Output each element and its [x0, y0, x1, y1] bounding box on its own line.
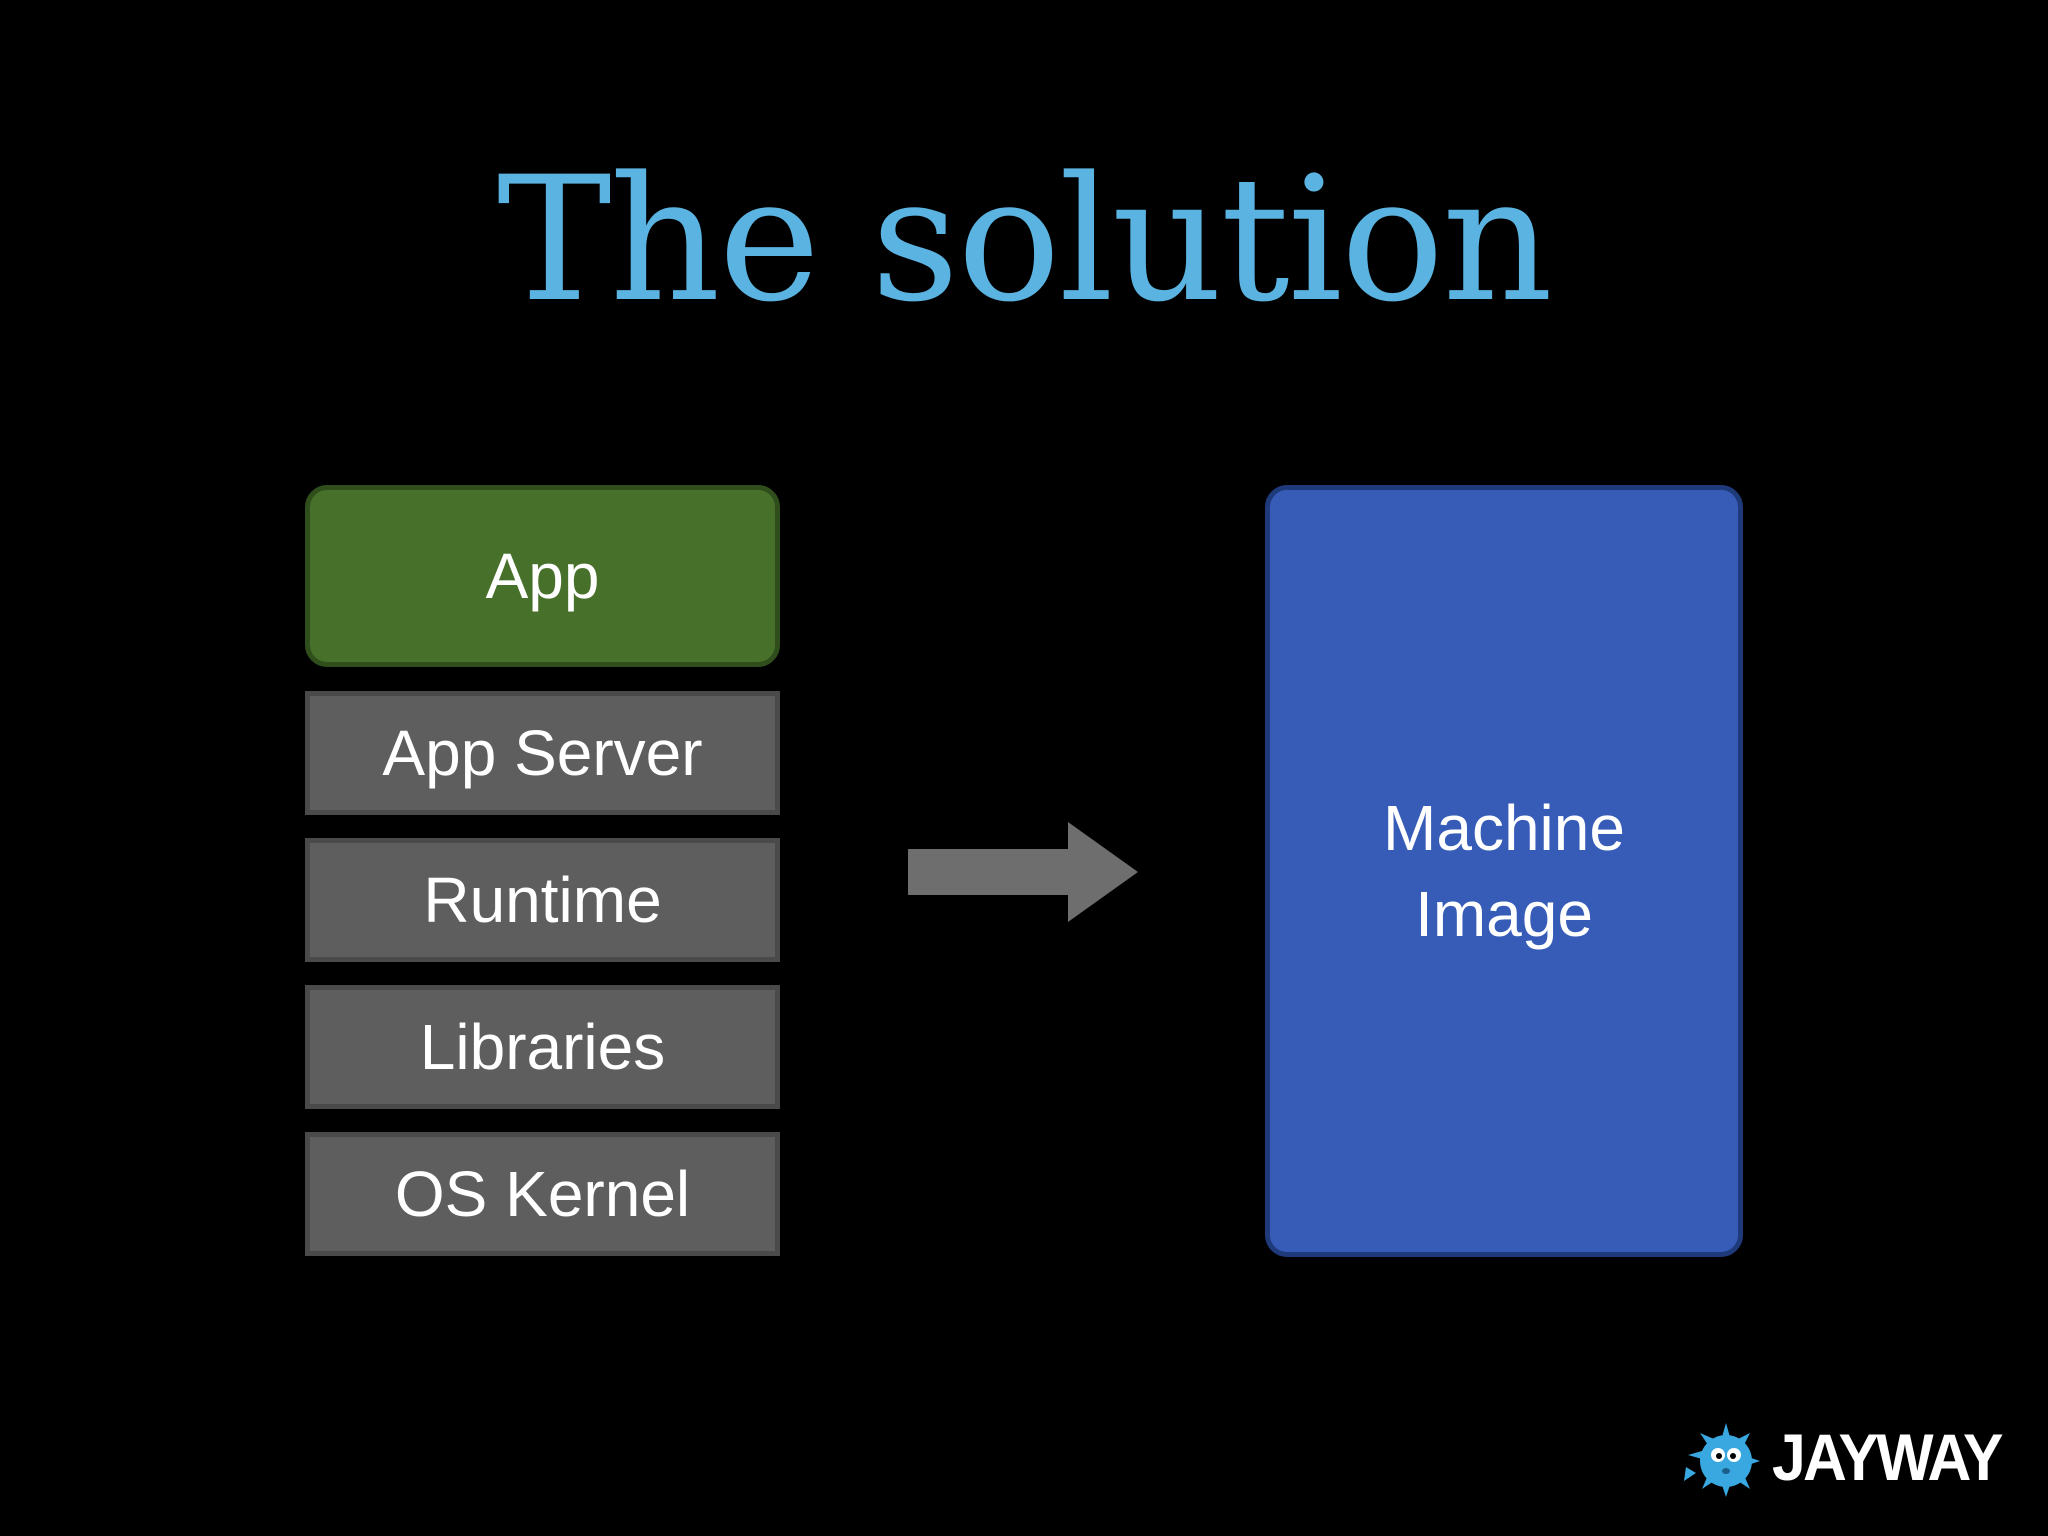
layer-label: Libraries: [419, 1011, 666, 1083]
logo-text: JAYWAY: [1772, 1420, 2003, 1494]
blowfish-icon: [1684, 1423, 1760, 1497]
machine-image-label: Machine Image: [1383, 792, 1625, 950]
slide-title: The solution: [496, 139, 1553, 340]
layer-os-kernel: OS Kernel: [305, 1132, 780, 1256]
layer-runtime: Runtime: [305, 838, 780, 962]
layer-label: OS Kernel: [394, 1158, 691, 1230]
layer-label: App: [485, 540, 600, 612]
jayway-logo: JAYWAY: [1682, 1412, 2021, 1502]
layer-app: App: [305, 485, 780, 667]
right-arrow-icon: [908, 822, 1138, 922]
layer-libraries: Libraries: [305, 985, 780, 1109]
layer-app-server: App Server: [305, 691, 780, 815]
machine-image-box: Machine Image: [1265, 485, 1743, 1257]
layer-label: App Server: [382, 717, 703, 789]
layer-label: Runtime: [423, 864, 662, 936]
